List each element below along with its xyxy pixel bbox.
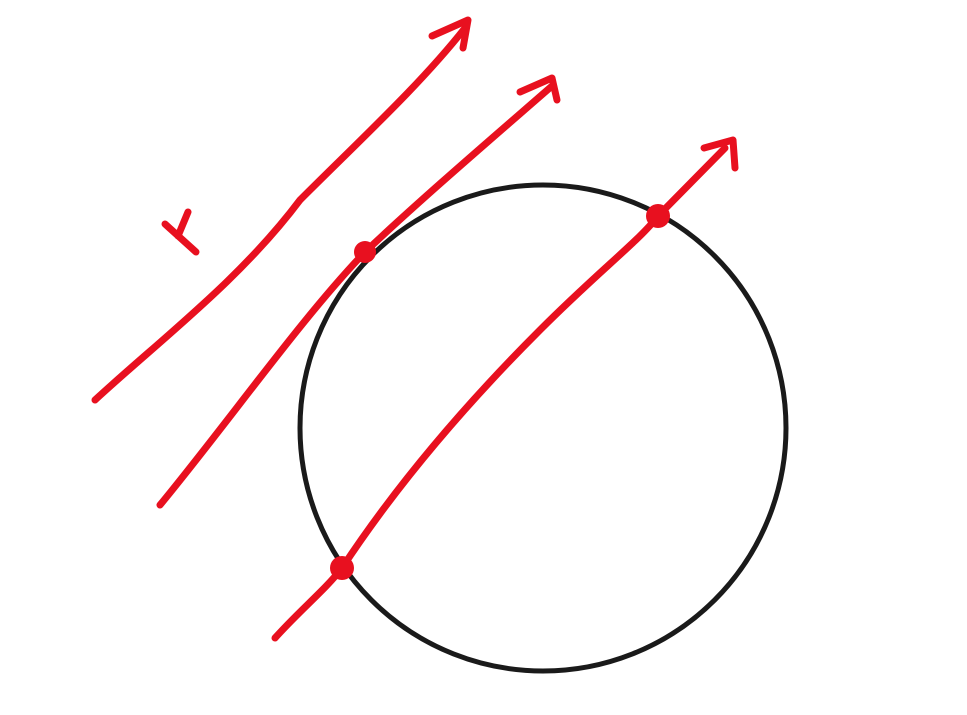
secant-point-lower: [330, 556, 354, 580]
line-3-shaft: [271, 144, 729, 642]
line-1-shaft: [91, 24, 469, 404]
secant-point-upper: [646, 204, 670, 228]
line-1-arrowhead-icon: [428, 16, 472, 52]
annotation-r-glyph: [161, 208, 200, 256]
line-tangent: [156, 74, 561, 509]
circle: [297, 182, 789, 674]
line-2-arrowhead-icon: [516, 74, 561, 104]
line-3-arrowhead-icon: [700, 136, 739, 172]
tangent-point: [354, 241, 376, 263]
line-secant: [271, 136, 739, 642]
line-no-intersection: [91, 16, 472, 404]
annotation-mark: [161, 208, 200, 256]
